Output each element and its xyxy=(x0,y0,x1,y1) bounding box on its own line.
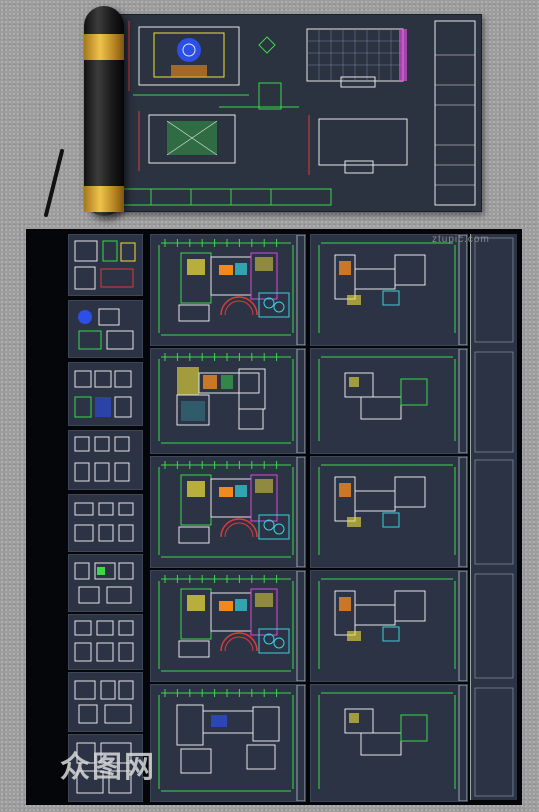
side-plan-sheet-5 xyxy=(310,684,468,802)
thumb-sheet-6 xyxy=(68,554,143,612)
top-drawing-svg xyxy=(120,20,476,206)
floorplan-sheet-2 xyxy=(150,348,306,454)
drafting-pen-icon xyxy=(43,148,65,218)
top-drawing-sheet xyxy=(108,14,482,212)
floorplan-sheet-3 xyxy=(150,456,306,568)
title-block-strip xyxy=(470,234,517,800)
thumb-sheet-4 xyxy=(68,430,143,490)
side-plan-sheet-1 xyxy=(310,234,468,346)
side-plan-sheet-3 xyxy=(310,456,468,568)
floorplan-drawing xyxy=(158,571,305,681)
side-plan-drawing xyxy=(318,685,467,801)
floorplan-drawing xyxy=(158,457,305,567)
thumb-sheet-5 xyxy=(68,494,143,552)
thumb-sheet-2 xyxy=(68,300,143,358)
thumb-sheet-9 xyxy=(68,734,143,802)
brand-logo: 众图网 xyxy=(60,751,156,784)
floorplan-sheet-5 xyxy=(150,684,306,802)
floorplan-sheet-1 xyxy=(150,234,306,346)
thumb-sheet-8 xyxy=(68,672,143,732)
thumb-sheet-3 xyxy=(68,362,143,426)
roll-band-top xyxy=(84,34,124,60)
paper-roll-icon xyxy=(84,6,124,216)
side-plan-drawing xyxy=(318,349,467,453)
side-plan-drawing xyxy=(318,457,467,567)
side-plan-drawing xyxy=(318,235,467,345)
thumb-sheet-1 xyxy=(68,234,143,296)
side-plan-sheet-4 xyxy=(310,570,468,682)
floorplan-drawing xyxy=(158,349,305,453)
floorplan-drawing xyxy=(158,235,305,345)
thumb-sheet-7 xyxy=(68,614,143,670)
floorplan-drawing xyxy=(158,685,305,801)
watermark-text: ztupic.com xyxy=(432,234,490,245)
roll-band-bottom xyxy=(84,186,124,212)
floorplan-sheet-4 xyxy=(150,570,306,682)
side-plan-sheet-2 xyxy=(310,348,468,454)
side-plan-drawing xyxy=(318,571,467,681)
